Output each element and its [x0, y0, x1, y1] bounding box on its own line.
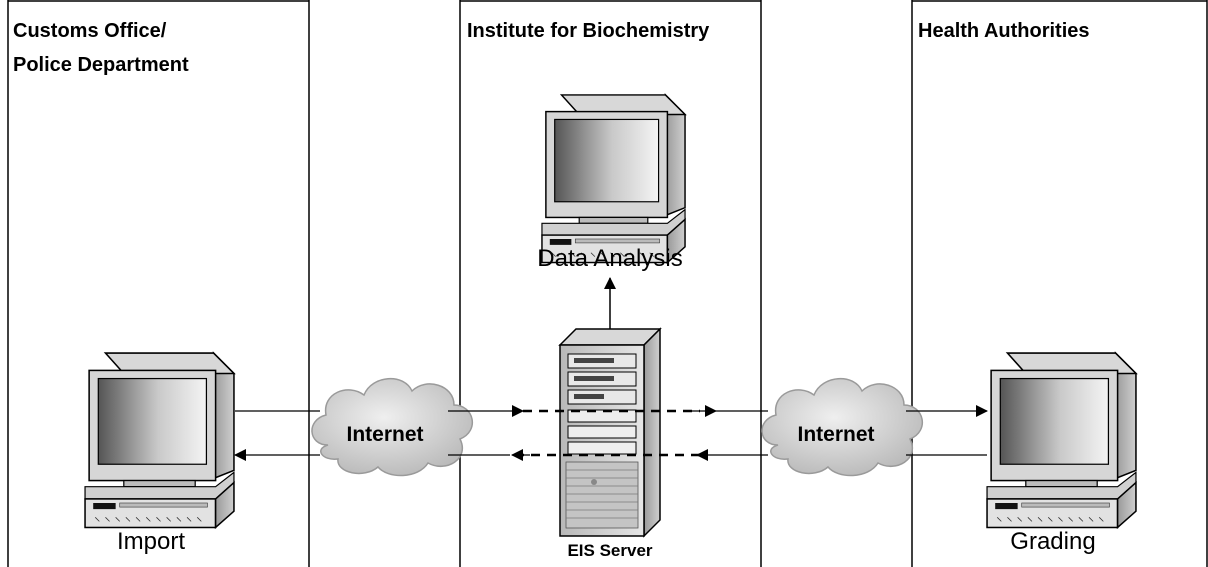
panel-title-institute: Institute for Biochemistry	[467, 20, 710, 42]
eis-server-icon	[558, 327, 662, 538]
panel-institute	[459, 0, 762, 567]
internet-label-left: Internet	[346, 423, 423, 446]
grading-label: Grading	[1010, 528, 1095, 555]
import-label: Import	[117, 528, 185, 555]
eis-server-label: EIS Server	[567, 541, 652, 560]
panel-title-customs-line1: Customs Office/	[13, 20, 167, 42]
internet-label-right: Internet	[797, 423, 874, 446]
grading-computer-icon	[986, 352, 1137, 529]
data-analysis-computer-icon	[541, 94, 686, 264]
import-computer-icon	[84, 352, 235, 529]
panel-title-health: Health Authorities	[918, 20, 1090, 42]
data-analysis-label: Data Analysis	[537, 245, 682, 272]
panel-title-customs-line2: Police Department	[13, 54, 189, 76]
panel-health	[911, 0, 1208, 567]
panel-customs	[7, 0, 310, 567]
